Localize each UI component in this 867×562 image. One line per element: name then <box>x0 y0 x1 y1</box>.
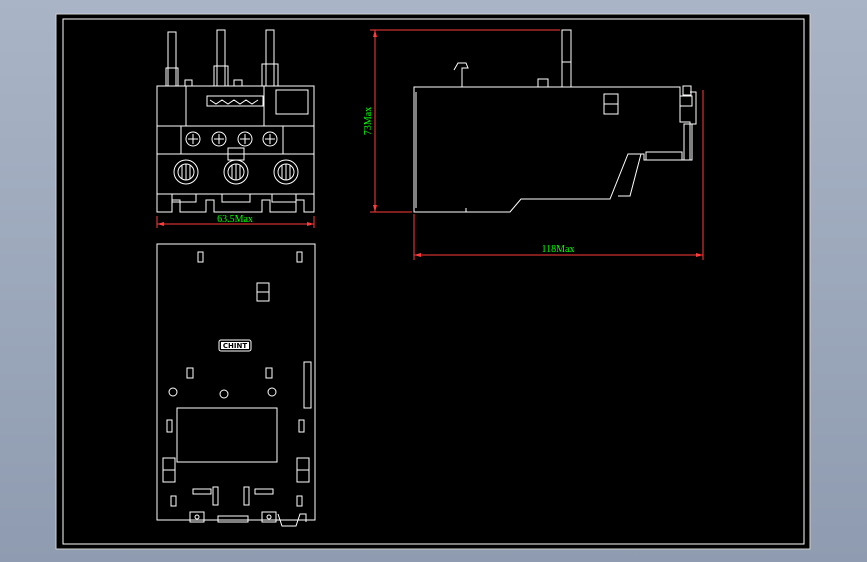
side-length-dimension: 118Max <box>413 90 704 260</box>
front-terminal-screws <box>173 159 299 185</box>
front-base <box>156 194 315 213</box>
side-height-label: 73Max <box>363 107 374 135</box>
drawing-sheet <box>55 13 811 550</box>
front-screws <box>185 131 278 147</box>
front-width-label: 63.5Max <box>217 214 253 225</box>
drawing-frame <box>62 18 805 545</box>
side-height-dimension: 73Max <box>363 29 560 213</box>
side-view <box>413 29 697 213</box>
side-clip <box>453 62 469 87</box>
top-view-window <box>176 407 278 463</box>
front-width-dimension: 63.5Max <box>156 214 315 228</box>
chint-logo <box>218 339 252 352</box>
top-view-outline <box>156 243 316 521</box>
top-view: CHINT <box>156 243 316 527</box>
chint-logo-text: CHINT <box>223 342 247 350</box>
side-length-label: 118Max <box>542 244 575 255</box>
side-body-outline <box>413 86 691 213</box>
front-view <box>156 29 315 213</box>
